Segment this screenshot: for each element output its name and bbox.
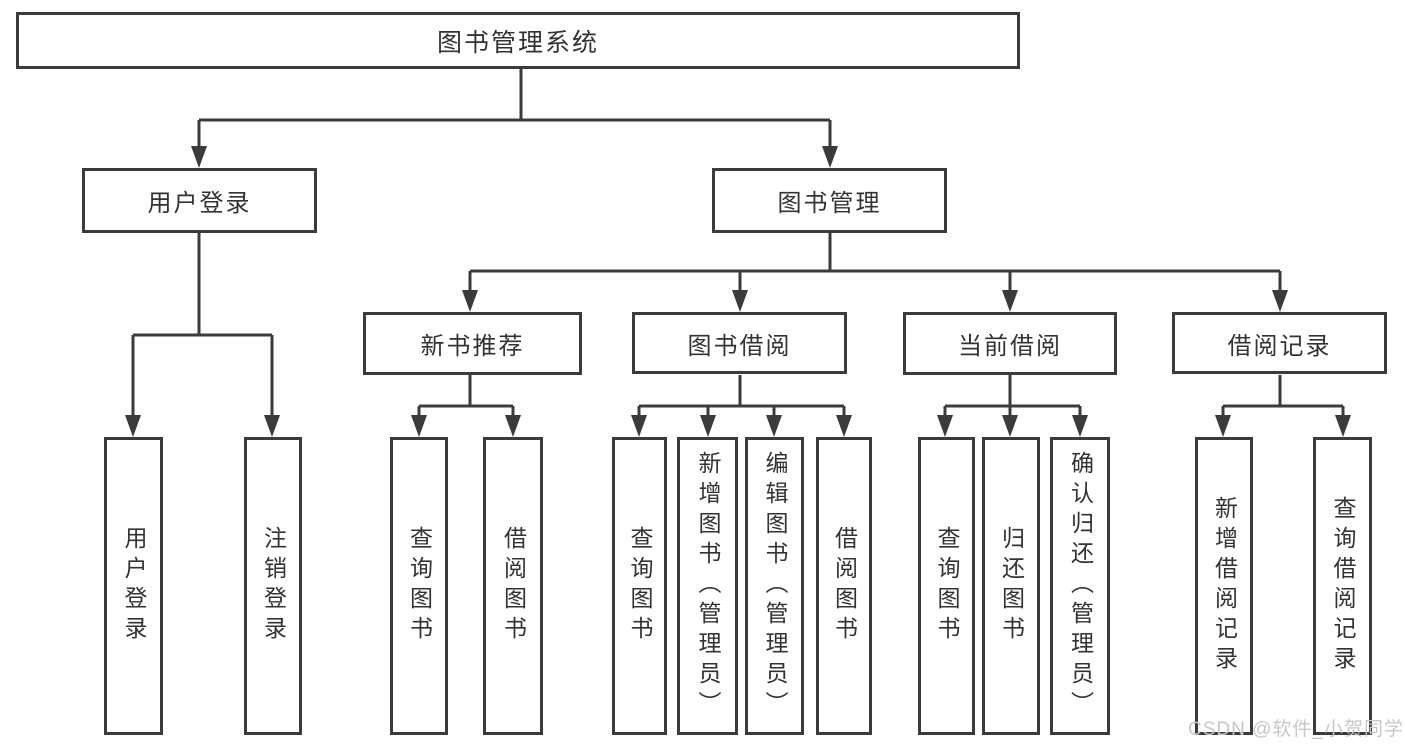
leaf-label: 查询借阅记录 [1330, 496, 1356, 676]
csdn-watermark: CSDN @软件_小贺同学 [1188, 719, 1404, 740]
node-label: 图书管理系统 [436, 28, 599, 57]
node-current-borrowing: 当前借阅 [903, 312, 1117, 375]
leaf-label: 查询图书 [406, 526, 433, 646]
node-user-login: 用户登录 [82, 168, 317, 233]
leaf-edit-books-admin: 编辑图书（管理员） [745, 437, 804, 735]
leaf-label: 归还图书 [998, 526, 1025, 646]
leaf-label: 编辑图书（管理员） [762, 451, 788, 721]
leaf-label: 查询图书 [934, 526, 960, 646]
leaf-borrow-books-new: 借阅图书 [483, 437, 543, 735]
node-label: 图书借阅 [687, 332, 792, 360]
leaf-label: 新增图书（管理员） [695, 451, 721, 721]
node-book-management: 图书管理 [712, 168, 947, 233]
leaf-logout: 注销登录 [244, 437, 302, 735]
node-label: 用户登录 [147, 190, 252, 217]
leaf-label: 查询图书 [627, 526, 653, 646]
leaf-label: 新增借阅记录 [1211, 496, 1238, 676]
leaf-user-login: 用户登录 [104, 437, 163, 735]
arrowheads [125, 146, 1351, 437]
node-book-borrowing: 图书借阅 [632, 312, 847, 374]
leaf-return-books: 归还图书 [982, 437, 1040, 735]
node-label: 借阅记录 [1227, 332, 1332, 360]
leaf-label: 借阅图书 [831, 526, 858, 646]
node-label: 图书管理 [777, 190, 882, 217]
node-borrowing-records: 借阅记录 [1172, 312, 1387, 374]
leaf-label: 注销登录 [260, 526, 287, 646]
leaf-label: 确认归还（管理员） [1067, 451, 1094, 721]
leaf-query-borrow-record: 查询借阅记录 [1313, 437, 1372, 735]
leaf-confirm-return-admin: 确认归还（管理员） [1050, 437, 1110, 735]
leaf-add-borrow-record: 新增借阅记录 [1195, 437, 1253, 735]
leaf-add-books-admin: 新增图书（管理员） [677, 437, 738, 735]
leaf-query-books-new: 查询图书 [390, 437, 448, 735]
leaf-label: 借阅图书 [500, 526, 527, 646]
leaf-label: 用户登录 [121, 526, 147, 646]
node-label: 新书推荐 [420, 333, 525, 360]
node-library-management-system: 图书管理系统 [16, 12, 1020, 69]
leaf-query-books-current: 查询图书 [918, 437, 975, 735]
leaf-borrow-books-borrowing: 借阅图书 [816, 437, 872, 735]
node-label: 当前借阅 [958, 333, 1062, 360]
node-new-book-recommendation: 新书推荐 [363, 312, 582, 375]
leaf-query-books-borrowing: 查询图书 [612, 437, 667, 735]
